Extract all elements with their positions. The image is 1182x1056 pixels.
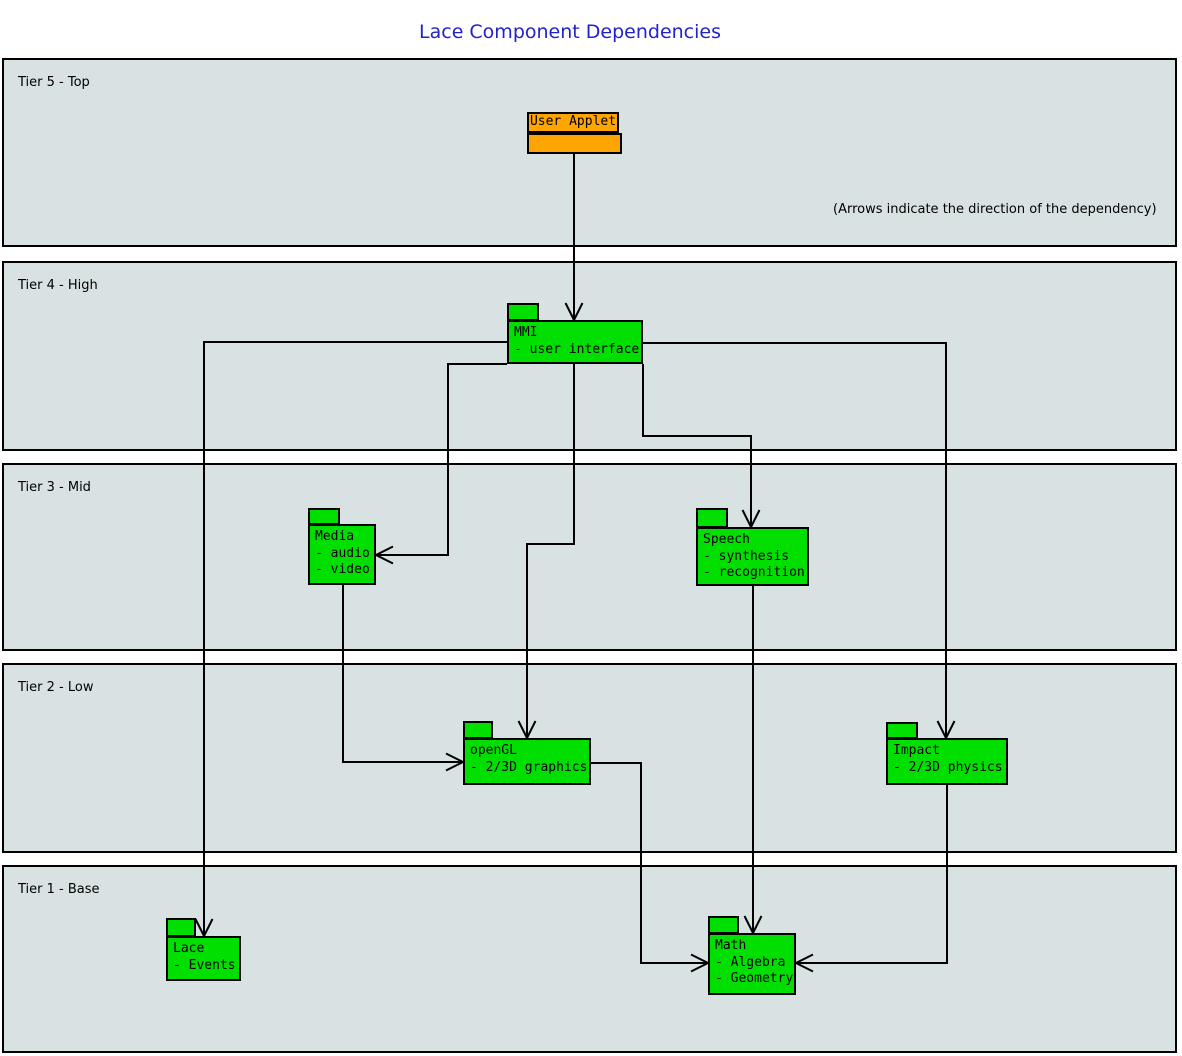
math-package-tab [708,916,739,934]
media-package-tab [308,508,340,525]
media-label: Media [315,529,355,544]
arrowhead-icon [373,545,394,565]
mmi-package-tab [507,303,539,321]
mmi-package-body: MMI- user interface [507,320,643,364]
tier-label: Tier 3 - Mid [18,480,91,495]
tier-label: Tier 5 - Top [18,75,90,90]
speech-item: - synthesis [703,548,790,564]
lace-label: Lace [173,941,205,956]
speech-item: - recognition [703,565,805,580]
impact-package-tab [886,722,918,739]
impact-package-body: Impact- 2/3D physics [886,738,1008,785]
mmi-item: - user interface [514,341,640,357]
speech-package-tab [696,508,728,528]
edge-mmi-to-lace [194,341,507,939]
edge-media-to-opengl [342,585,466,772]
speech-package-body: Speech- synthesis- recognition [696,527,809,586]
tier-label: Tier 2 - Low [18,680,94,695]
mmi-label: MMI [514,325,538,340]
math-item: - Geometry [715,971,794,986]
math-package-body: Math- Algebra- Geometry [708,933,796,995]
opengl-label: openGL [470,743,517,758]
impact-label: Impact [893,743,940,758]
lace-package-body: Lace- Events [166,936,241,981]
media-item: - audio [315,545,370,561]
math-item: - Algebra [715,954,786,970]
edge-mmi-to-speech [642,364,761,530]
opengl-item: - 2/3D graphics [470,759,588,775]
lace-package-tab [166,918,196,937]
edge-opengl-to-math [591,762,711,973]
opengl-package-tab [463,721,493,739]
lace-item: - Events [173,957,236,973]
diagram-title: Lace Component Dependencies [419,21,721,43]
tier-label: Tier 1 - Base [18,882,100,897]
edge-mmi-to-media [373,363,507,565]
arrowhead-icon [793,953,814,973]
tier-band-tier-3: Tier 3 - Mid [2,463,1177,651]
edge-impact-to-math [793,785,948,973]
opengl-package-body: openGL- 2/3D graphics [463,738,591,785]
user-applet-header: User Applet [527,112,619,133]
tier-label: Tier 4 - High [18,278,98,293]
edge-mmi-to-opengl [517,364,575,741]
edge-user-applet-to-mmi [564,153,584,323]
dependency-direction-note: (Arrows indicate the direction of the de… [833,202,1157,217]
media-item: - video [315,562,370,577]
edge-speech-to-math [743,586,763,936]
media-package-body: Media- audio- video [308,524,376,585]
impact-item: - 2/3D physics [893,759,1003,775]
user-applet-body [527,133,622,154]
speech-label: Speech [703,532,750,547]
math-label: Math [715,938,747,953]
